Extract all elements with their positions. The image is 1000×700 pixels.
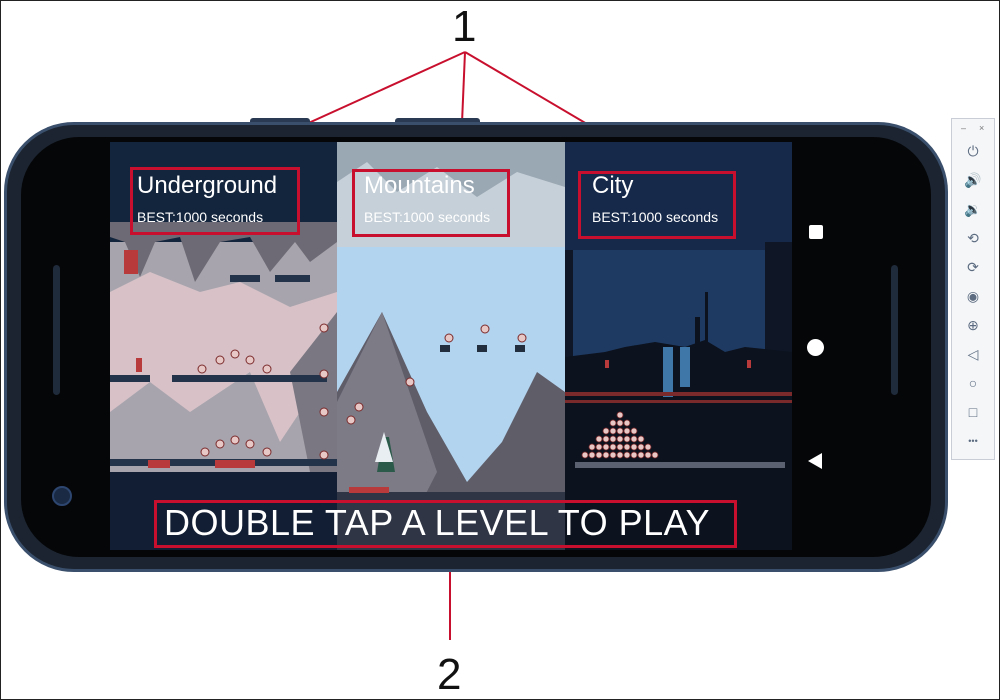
- level-best-time: BEST:1000 seconds: [592, 209, 719, 225]
- home-button[interactable]: [807, 339, 824, 356]
- double-tap-prompt: DOUBLE TAP A LEVEL TO PLAY: [164, 502, 710, 543]
- rotate-left-icon[interactable]: ⟲: [967, 230, 979, 246]
- phone-power-button: [395, 118, 480, 125]
- emulator-toolbar: – × ⏻ 🔊 🔉 ⟲ ⟳ ◉ ⊕ ◁ ○ □ •••: [951, 118, 995, 460]
- back-icon[interactable]: ◁: [967, 346, 979, 362]
- level-best-time: BEST:1000 seconds: [137, 209, 264, 225]
- level-best-time: BEST:1000 seconds: [364, 209, 491, 225]
- callout-box-city: [578, 171, 736, 239]
- speaker-right: [891, 265, 898, 395]
- callout-number-1: 1: [452, 2, 477, 51]
- overview-icon[interactable]: □: [968, 404, 978, 420]
- game-screen: Underground BEST:1000 seconds Mountains …: [110, 142, 792, 550]
- toolbar-window-controls: – ×: [952, 123, 994, 133]
- volume-down-icon[interactable]: 🔉: [964, 201, 982, 217]
- level-card-underground[interactable]: Underground BEST:1000 seconds: [110, 142, 337, 550]
- rotate-right-icon[interactable]: ⟳: [967, 259, 979, 275]
- callout-box-mountains: [352, 169, 510, 237]
- volume-up-icon[interactable]: 🔊: [964, 172, 982, 188]
- level-card-city[interactable]: City BEST:1000 seconds: [565, 142, 792, 550]
- level-title: City: [592, 172, 634, 199]
- phone-side-button: [250, 118, 310, 125]
- back-button[interactable]: [808, 453, 822, 469]
- level-card-mountains[interactable]: Mountains BEST:1000 seconds: [337, 142, 565, 550]
- minimize-button[interactable]: –: [961, 123, 967, 133]
- android-nav-bar: [792, 142, 838, 550]
- front-camera: [52, 486, 72, 506]
- underground-scene: [110, 222, 337, 550]
- power-icon[interactable]: ⏻: [967, 143, 979, 159]
- speaker-left: [53, 265, 60, 395]
- callout-box-underground: [130, 167, 300, 235]
- mountains-scene: [337, 142, 565, 550]
- city-scene: [565, 242, 792, 550]
- close-button[interactable]: ×: [979, 123, 985, 133]
- home-icon[interactable]: ○: [968, 375, 978, 391]
- level-title: Underground: [137, 172, 278, 199]
- recents-button[interactable]: [809, 225, 823, 239]
- more-icon[interactable]: •••: [968, 436, 978, 446]
- callout-box-prompt: [154, 500, 737, 548]
- camera-icon[interactable]: ◉: [966, 288, 980, 304]
- zoom-icon[interactable]: ⊕: [967, 317, 979, 333]
- level-title: Mountains: [364, 172, 475, 199]
- callout-number-2: 2: [437, 650, 462, 699]
